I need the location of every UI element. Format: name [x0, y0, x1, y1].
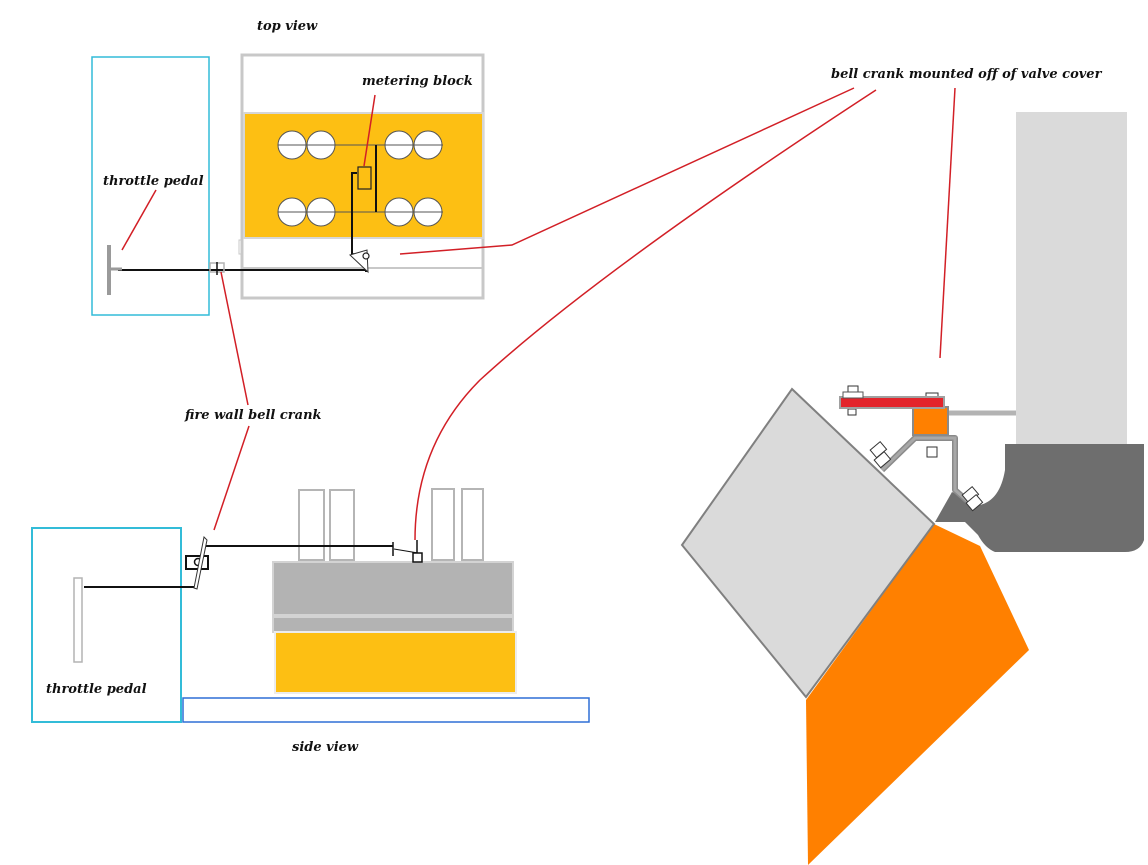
label-throttle-pedal-side: throttle pedal [46, 682, 147, 697]
top-cabin-outline [91, 56, 210, 316]
side-throttle-pedal [73, 577, 83, 663]
leader-metering-block [363, 94, 376, 167]
intake-stack [461, 488, 484, 561]
detail-crank-cap [842, 391, 864, 399]
detail-tall-post [1016, 112, 1127, 444]
label-throttle-pedal-top: throttle pedal [103, 174, 204, 189]
leader-valve-crank-detail [939, 87, 956, 359]
bolt [873, 450, 892, 469]
side-view: throttle pedal side view fire wall bell … [31, 408, 590, 755]
label-side-view: side view [292, 740, 359, 755]
bolt [926, 446, 938, 458]
top-view-title: top view [257, 19, 318, 34]
top-view: top view [91, 19, 485, 316]
detail-dark-base [935, 444, 1144, 552]
label-bell-crank-valve-cover: bell crank mounted off of valve cover [831, 67, 1103, 82]
side-valve-bell-crank [412, 552, 423, 563]
detail-bolts [847, 385, 984, 512]
leader-valve-crank-side [414, 89, 877, 541]
side-intake-stacks [298, 488, 484, 561]
side-linkage [84, 542, 419, 588]
side-engine-mid [272, 616, 514, 633]
metering-block [357, 166, 372, 190]
detail-red-crank-arm [839, 396, 945, 409]
intake-circles [277, 130, 443, 227]
leader-firewall-crank-top [220, 271, 249, 406]
intake-stack [431, 488, 455, 561]
label-metering-block: metering block [362, 74, 473, 89]
detail-valve-cover [680, 387, 936, 699]
leader-throttle-pedal-top [121, 189, 157, 251]
top-valve-pivot [362, 252, 370, 260]
top-engine-tab [238, 239, 244, 255]
detail-orange-panel [806, 524, 1029, 865]
side-cabin-outline [31, 527, 182, 723]
intake-stack [298, 489, 325, 561]
side-firewall-lever [193, 535, 208, 590]
label-fire-wall-bell-crank: fire wall bell crank [184, 408, 322, 423]
intake-stack [329, 489, 355, 561]
leader-firewall-crank-side [213, 425, 250, 531]
side-engine-block [274, 631, 517, 694]
side-engine-top [272, 561, 514, 616]
detail-orange-block [912, 406, 949, 436]
valve-cover-detail: bell crank mounted off of valve cover [680, 67, 1144, 865]
side-frame-rail [182, 697, 590, 723]
bolt [965, 493, 984, 512]
detail-mount-bracket-highlight [880, 436, 973, 507]
leader-lines [121, 87, 956, 541]
top-throttle-pedal [107, 245, 111, 295]
bolt [847, 408, 857, 416]
leader-valve-crank-top [399, 87, 855, 255]
